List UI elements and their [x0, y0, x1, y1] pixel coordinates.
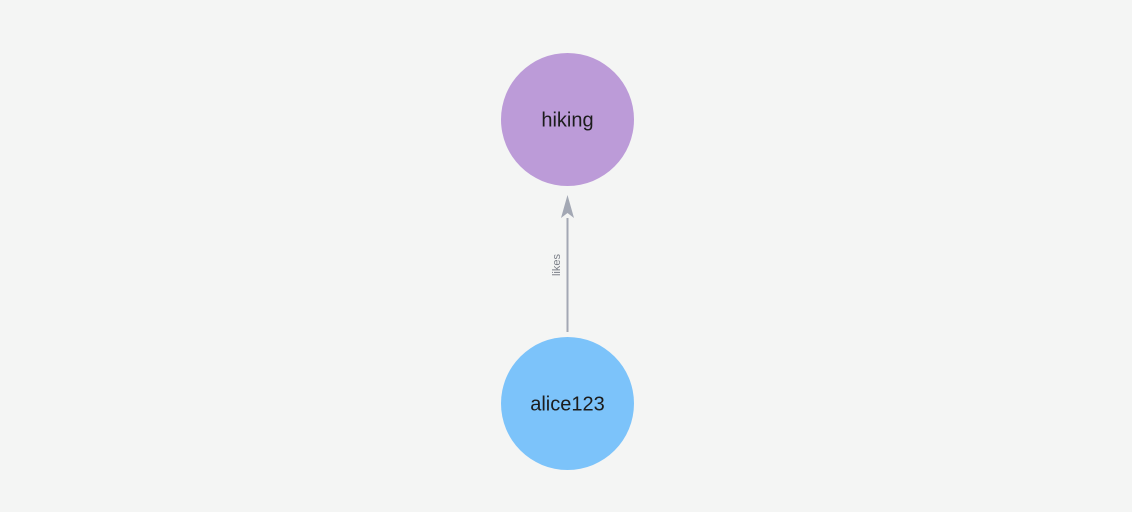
- graph-edge-likes[interactable]: likes: [551, 195, 574, 332]
- arrow-head-icon: [561, 195, 574, 218]
- graph-node-hiking[interactable]: hiking: [501, 53, 634, 186]
- edge-label-likes: likes: [551, 254, 563, 277]
- node-circle-alice123[interactable]: [501, 337, 634, 470]
- graph-node-alice123[interactable]: alice123: [501, 337, 634, 470]
- node-circle-hiking[interactable]: [501, 53, 634, 186]
